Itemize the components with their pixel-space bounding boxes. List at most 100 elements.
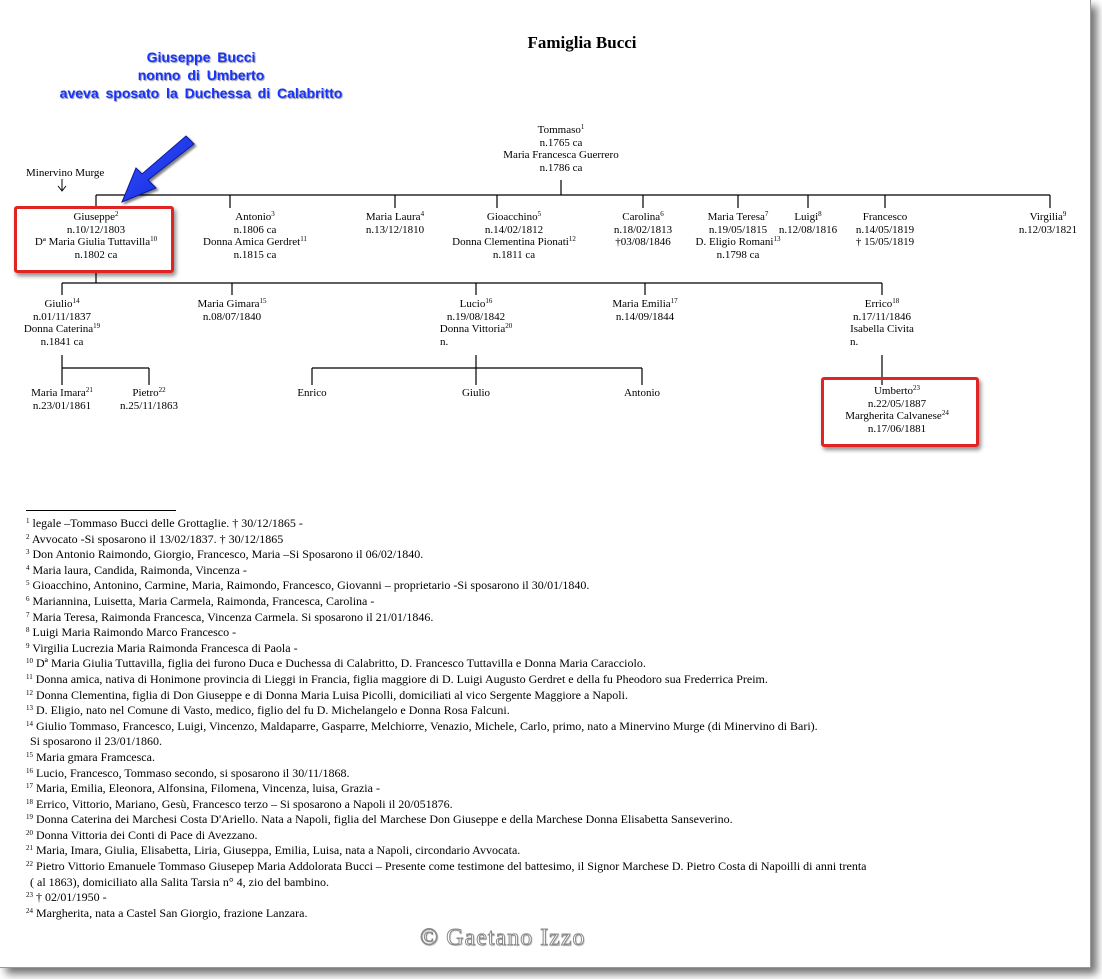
footnote-item: 16 Lucio, Francesco, Tommaso secondo, si… xyxy=(26,766,1066,782)
footnote-item: 1 legale –Tommaso Bucci delle Grottaglie… xyxy=(26,516,1066,532)
person-name: Tommaso xyxy=(537,124,581,136)
person-birth: n.12/03/1821 xyxy=(1018,223,1078,236)
person-name: Carolina xyxy=(622,211,661,223)
footnote-item: 3 Don Antonio Raimondo, Giorgio, Frances… xyxy=(26,547,1066,563)
footnote-ref: 8 xyxy=(818,210,822,218)
footnote-text: D. Eligio, nato nel Comune di Vasto, med… xyxy=(36,703,510,718)
spouse-birth: n.1786 ca xyxy=(539,161,583,174)
person-antonio: Antonio3 n.1806 ca Donna Amica Gerdret11… xyxy=(180,211,330,261)
person-name: Pietro xyxy=(132,387,159,399)
footnote-text: Maria, Imara, Giulia, Elisabetta, Liria,… xyxy=(36,843,521,858)
person-name: Enrico xyxy=(297,387,327,399)
person-gioacchino: Gioacchino5 n.14/02/1812 Donna Clementin… xyxy=(434,211,594,261)
footnote-ref: 2 xyxy=(115,210,119,218)
footnote-number: 8 xyxy=(26,626,30,635)
footnote-continuation: ( al 1863), domiciliato alla Salita Tars… xyxy=(30,874,329,889)
footnote-text: Maria, Emilia, Eleonora, Alfonsina, Filo… xyxy=(36,781,380,796)
place-label: Minervino Murge xyxy=(26,167,105,179)
footnote-ref: 11 xyxy=(300,235,307,243)
person-birth: n.1806 ca xyxy=(233,223,277,236)
footnote-item: 18 Errico, Vittorio, Mariano, Gesù, Fran… xyxy=(26,797,1066,813)
footnote-ref: 14 xyxy=(72,297,80,305)
spouse-birth: n.1841 ca xyxy=(40,335,84,348)
footnote-ref: 3 xyxy=(271,210,275,218)
person-birth: n.14/05/1819 xyxy=(855,223,915,236)
person-name: Giulio xyxy=(44,298,73,310)
footnote-item: 14 Giulio Tommaso, Francesco, Luigi, Vin… xyxy=(26,719,1066,735)
person-name: Antonio xyxy=(235,211,272,223)
footnotes: 1 legale –Tommaso Bucci delle Grottaglie… xyxy=(26,516,1066,921)
footnote-number: 6 xyxy=(26,594,30,603)
person-name: Maria Laura xyxy=(365,211,421,223)
footnote-ref: 15 xyxy=(259,297,267,305)
person-spouse: Donna Vittoria xyxy=(439,323,506,335)
footnote-text: Errico, Vittorio, Mariano, Gesù, Frances… xyxy=(36,796,453,811)
footnote-ref: 13 xyxy=(773,235,781,243)
person-spouse: Donna Clementina Pionati xyxy=(452,236,569,248)
spouse-birth: n.1798 ca xyxy=(716,248,760,261)
person-errico: Errico18 n.17/11/1846 Isabella Civita n. xyxy=(832,298,932,348)
footnote-item: 23 † 02/01/1950 - xyxy=(26,890,1066,906)
footnote-item: 12 Donna Clementina, figlia di Don Giuse… xyxy=(26,688,1066,704)
person-name: Virgilia xyxy=(1029,211,1063,223)
footnote-item: 15 Maria gmara Framcesca. xyxy=(26,750,1066,766)
person-name: Giulio xyxy=(461,387,491,399)
person-spouse: Dª Maria Giulia Tuttavilla xyxy=(34,236,151,248)
footnote-ref: 10 xyxy=(150,235,158,243)
spouse-birth: n.1815 ca xyxy=(233,248,277,261)
footnote-number: 5 xyxy=(26,579,30,588)
footnote-text: Donna Clementina, figlia di Don Giuseppe… xyxy=(36,687,628,702)
person-birth: n.19/05/1815 xyxy=(708,223,768,236)
footnote-ref: 6 xyxy=(660,210,664,218)
footnote-item: 2 Avvocato -Si sposarono il 13/02/1837. … xyxy=(26,532,1066,548)
person-birth: n.18/02/1813 xyxy=(613,223,673,236)
person-name: Giuseppe xyxy=(73,211,116,223)
person-maria-laura: Maria Laura4 n.13/12/1810 xyxy=(350,211,440,236)
person-spouse: Donna Amica Gerdret xyxy=(203,236,301,248)
footnote-ref: 1 xyxy=(580,123,585,131)
footnote-number: 18 xyxy=(26,797,33,806)
person-spouse: Isabella Civita xyxy=(850,323,914,335)
footnote-text: Donna amica, nativa di Honimone provinci… xyxy=(35,671,768,686)
footnote-item: 9 Virgilia Lucrezia Maria Raimonda Franc… xyxy=(26,641,1066,657)
person-name: Errico xyxy=(864,298,893,310)
spouse-birth: n.1802 ca xyxy=(74,248,118,261)
footnote-item: 24 Margherita, nata a Castel San Giorgio… xyxy=(26,906,1066,922)
footnote-number: 20 xyxy=(26,828,33,837)
annotation-line-2: nonno di Umberto xyxy=(137,67,265,83)
footnote-ref: 5 xyxy=(537,210,542,218)
footnote-ref: 22 xyxy=(158,386,166,394)
footnote-ref: 16 xyxy=(485,297,493,305)
person-name: Maria Imara xyxy=(31,387,86,399)
person-spouse: Margherita Calvanese xyxy=(845,410,942,422)
footnote-number: 19 xyxy=(26,813,33,822)
person-name: Maria Teresa xyxy=(707,211,765,223)
footnote-number: 16 xyxy=(26,766,33,775)
footnote-number: 23 xyxy=(26,891,33,900)
person-birth: n.08/07/1840 xyxy=(202,310,262,323)
person-birth: n.10/12/1803 xyxy=(66,223,126,236)
footnote-text: † 02/01/1950 - xyxy=(36,890,107,905)
person-virgilia: Virgilia9 n.12/03/1821 xyxy=(1010,211,1086,236)
person-francesco: Francesco n.14/05/1819 † 15/05/1819 xyxy=(845,211,925,249)
person-birth: n.23/01/1861 xyxy=(32,399,92,412)
person-giulio-junior: Giulio xyxy=(446,387,506,400)
person-birth: n.13/12/1810 xyxy=(365,223,425,236)
footnote-item: 20 Donna Vittoria dei Conti di Pace di A… xyxy=(26,828,1066,844)
person-umberto: Umberto23 n.22/05/1887 Margherita Calvan… xyxy=(822,385,972,435)
footnote-text: Lucio, Francesco, Tommaso secondo, si sp… xyxy=(36,765,350,780)
footnote-number: 1 xyxy=(26,517,30,525)
pointer-arrow-icon xyxy=(121,135,195,203)
footnote-number: 24 xyxy=(26,906,33,915)
highlight-box-giuseppe xyxy=(14,206,174,273)
footnote-text: Maria gmara Framcesca. xyxy=(36,749,155,764)
footnote-number: 3 xyxy=(26,548,30,557)
footnote-text: Donna Caterina dei Marchesi Costa D'Arie… xyxy=(36,812,733,827)
footnote-text: Don Antonio Raimondo, Giorgio, Francesco… xyxy=(32,547,424,562)
annotation-note: Giuseppe Bucci nonno di Umberto aveva sp… xyxy=(26,48,376,102)
footnote-item: 11 Donna amica, nativa di Honimone provi… xyxy=(26,672,1066,688)
footnote-number: 11 xyxy=(26,672,33,681)
footnote-text: Maria Teresa, Raimonda Francesca, Vincen… xyxy=(32,609,434,624)
person-giuseppe: Giuseppe2 n.10/12/1803 Dª Maria Giulia T… xyxy=(21,211,171,261)
footnote-item: 22 Pietro Vittorio Emanuele Tommaso Gius… xyxy=(26,859,1066,875)
